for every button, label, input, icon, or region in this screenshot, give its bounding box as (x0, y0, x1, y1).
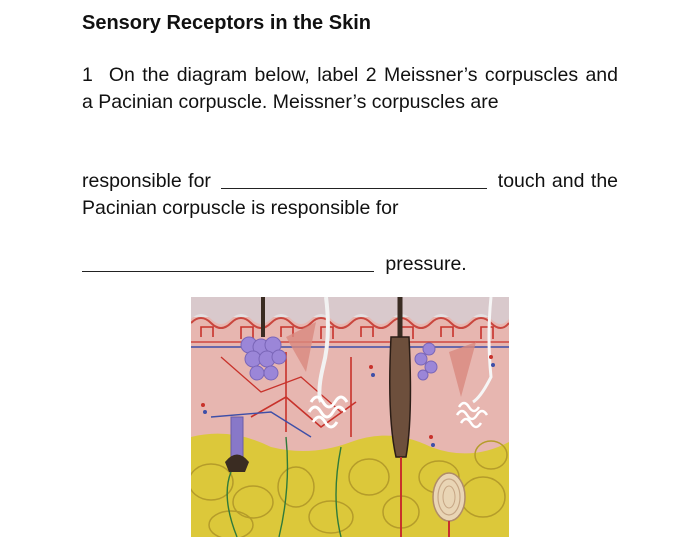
purple-receptor-cluster-right (414, 342, 438, 381)
question-1-fill-line: responsible for touch and the Pacinian c… (82, 168, 618, 222)
question-text-part1: On the diagram below, label 2 Meissner’s… (82, 64, 618, 113)
epidermis-layer (191, 297, 509, 324)
purple-receptor-cluster-left (240, 336, 287, 381)
skin-diagram (191, 297, 509, 537)
subcutaneous-fat (191, 433, 509, 537)
question-text-part4: pressure. (385, 253, 467, 275)
white-nerve-fiber (317, 297, 330, 403)
page-title: Sensory Receptors in the Skin (82, 12, 371, 34)
question-text-part3: touch and the Pacinian corpuscle is resp… (82, 170, 619, 219)
question-number: 1 (82, 64, 93, 86)
question-1-pressure-line: pressure. (82, 251, 618, 278)
blank-touch-type[interactable] (221, 170, 488, 189)
pacinian-corpuscle-structure (432, 472, 466, 537)
hair-follicle (389, 336, 412, 458)
blank-pressure-type[interactable] (82, 253, 374, 272)
coiled-nerve-ending (307, 395, 349, 429)
question-text-part2: responsible for (82, 170, 211, 192)
skin-cross-section-illustration (191, 297, 509, 537)
